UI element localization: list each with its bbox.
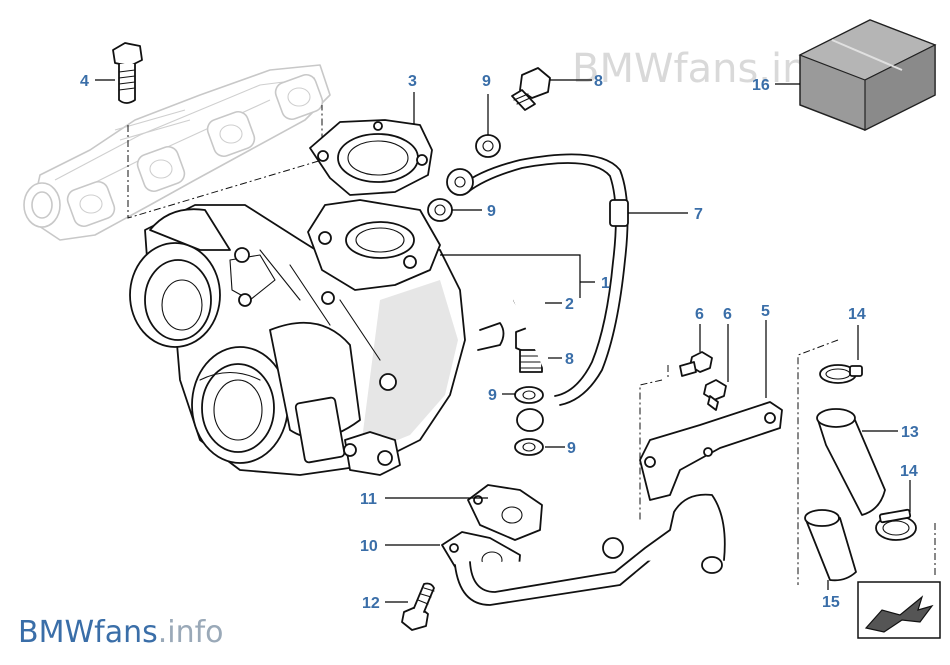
watermark-bottom: BMWfans.info bbox=[18, 615, 224, 650]
label-part-12: 12 bbox=[362, 595, 380, 612]
leader-lines bbox=[95, 79, 911, 603]
bolt-part-12 bbox=[401, 582, 435, 631]
label-part-1: 1 bbox=[601, 275, 610, 292]
bolt-part-6-a bbox=[679, 351, 713, 377]
hose-clamp-part-14-top bbox=[819, 364, 863, 384]
label-part-9-d: 9 bbox=[567, 440, 576, 457]
washer-part-9-d bbox=[514, 438, 544, 456]
label-part-3: 3 bbox=[408, 73, 417, 90]
label-part-15: 15 bbox=[822, 594, 840, 611]
bolt-part-6-b bbox=[703, 379, 727, 411]
label-part-9-a: 9 bbox=[482, 73, 491, 90]
hose-part-13 bbox=[816, 408, 886, 516]
label-part-9-b: 9 bbox=[487, 203, 496, 220]
label-part-13: 13 bbox=[901, 424, 919, 441]
label-part-2: 2 bbox=[565, 296, 574, 313]
exhaust-manifold bbox=[23, 64, 331, 241]
label-part-16: 16 bbox=[752, 77, 770, 94]
washer-part-9-b bbox=[427, 198, 453, 222]
label-part-14-top: 14 bbox=[848, 306, 866, 323]
watermark-brand: BMWfans bbox=[18, 615, 158, 650]
washer-part-9-c bbox=[514, 386, 544, 404]
bolt-part-4 bbox=[112, 42, 143, 104]
label-part-4: 4 bbox=[80, 73, 89, 90]
gasket-part-3 bbox=[309, 119, 433, 196]
label-part-8-top: 8 bbox=[594, 73, 603, 90]
label-part-5: 5 bbox=[761, 303, 770, 320]
oil-feed-line-part-7 bbox=[446, 153, 629, 432]
label-part-9-c: 9 bbox=[488, 387, 497, 404]
watermark-suffix: .info bbox=[158, 615, 224, 650]
label-part-6-a: 6 bbox=[695, 306, 704, 323]
package-part-16 bbox=[798, 19, 937, 131]
turbocharger-part-1 bbox=[129, 199, 505, 476]
label-part-10: 10 bbox=[360, 538, 378, 555]
washer-part-9-a bbox=[475, 134, 501, 158]
label-part-14-lower: 14 bbox=[900, 463, 918, 480]
label-part-6-b: 6 bbox=[723, 306, 732, 323]
oil-return-pipe bbox=[454, 493, 726, 606]
label-part-7: 7 bbox=[694, 206, 703, 223]
hose-clamp-part-14-lower bbox=[875, 508, 917, 541]
gasket-part-11 bbox=[467, 484, 543, 541]
direction-arrow-icon bbox=[857, 581, 941, 639]
banjo-bolt-part-8-top bbox=[511, 67, 551, 111]
hose-part-15 bbox=[804, 509, 857, 582]
bracket-part-5 bbox=[639, 401, 783, 501]
label-part-8-lower: 8 bbox=[565, 351, 574, 368]
label-part-11: 11 bbox=[360, 491, 377, 508]
